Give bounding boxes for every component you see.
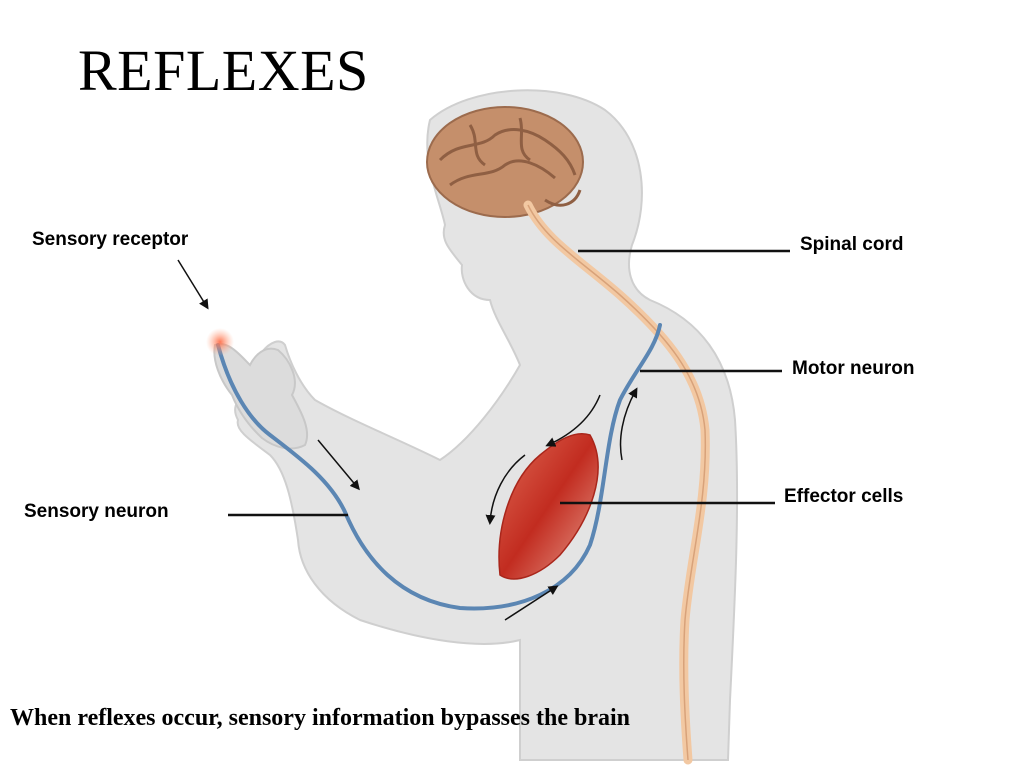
arrow-forearm: [317, 439, 360, 491]
hand-shape: [213, 343, 309, 450]
arrow-motor-up: [619, 387, 638, 461]
slide-title: REFLEXES: [78, 38, 369, 103]
label-sensory-neuron: Sensory neuron: [24, 501, 169, 522]
label-effector-cells: Effector cells: [784, 486, 904, 507]
arrow-motor-down: [545, 394, 601, 447]
body-silhouette: [234, 89, 739, 761]
slide-caption: When reflexes occur, sensory information…: [10, 705, 630, 731]
nerve-pathway: [216, 323, 662, 611]
effector-muscle: [498, 433, 599, 580]
label-sensory-receptor: Sensory receptor: [32, 229, 189, 250]
label-spinal-cord: Spinal cord: [800, 234, 904, 255]
arrow-contraction: [485, 454, 526, 525]
sensory-receptor-dot: [206, 328, 234, 356]
label-motor-neuron: Motor neuron: [792, 358, 915, 379]
arrow-upper-arm: [504, 585, 559, 621]
pointer-sensory-receptor: [177, 259, 209, 310]
brain-illustration: [426, 106, 584, 218]
